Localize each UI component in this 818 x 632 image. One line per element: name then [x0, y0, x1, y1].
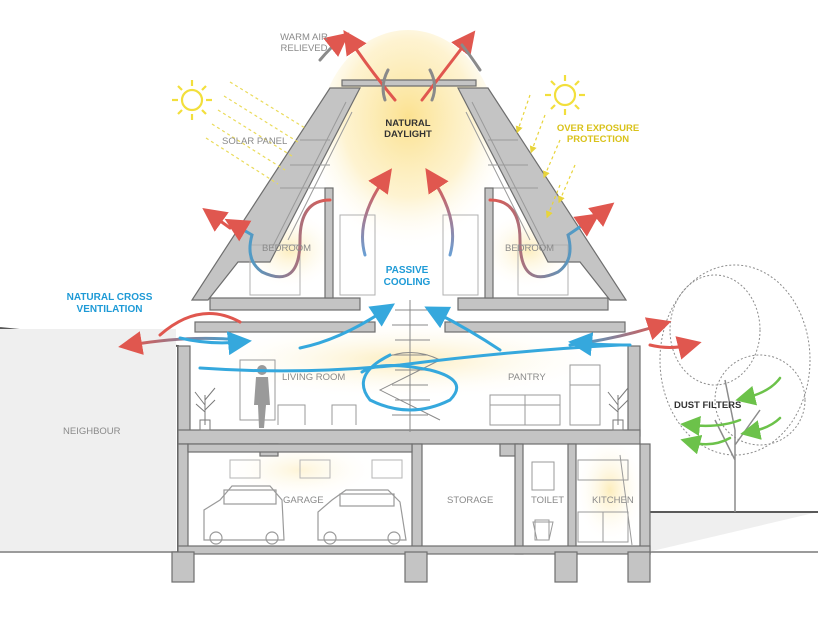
upper-floor: [194, 187, 626, 333]
right-boundary-wall: [647, 511, 818, 552]
passive-cooling-label: PASSIVE COOLING: [382, 265, 432, 288]
garage-doors: [229, 459, 403, 479]
roof-glazing: [271, 101, 547, 249]
natural-daylight-label: NATURAL DAYLIGHT: [378, 118, 438, 141]
dust-filters-label: DUST FILTERS: [674, 400, 742, 411]
neighbour-label: NEIGHBOUR: [63, 426, 121, 437]
over-exposure-line-2: PROTECTION: [566, 133, 630, 145]
living-furniture: [239, 359, 357, 425]
over-exposure-line-1: OVER EXPOSURE: [556, 123, 640, 134]
warm-air-line-2: RELIEVED: [280, 42, 328, 54]
warm-air-label: WARM AIR RELIEVED: [274, 32, 334, 55]
bedroom-left-label: BEDROOM: [262, 243, 312, 254]
inner-doors: [249, 214, 569, 296]
garage-label: GARAGE: [283, 495, 324, 506]
plant-icon: [194, 387, 629, 431]
kitchen-cabinets: [577, 454, 633, 546]
cross-ventilation-line-1: NATURAL CROSS: [66, 292, 153, 303]
over-exposure-rays: [515, 94, 576, 219]
solar-panel-label: SOLAR PANEL: [222, 136, 288, 147]
sun-icon: [172, 80, 212, 120]
kitchen-glow: [575, 435, 645, 545]
bedroom-air-loops: [202, 198, 615, 279]
sun-icon: [545, 75, 585, 115]
cross-ventilation-line-2: VENTILATION: [76, 303, 143, 315]
rising-air-arrows: [361, 168, 455, 257]
garage-level: [171, 443, 651, 583]
storage-label: STORAGE: [447, 495, 494, 506]
bedroom-right-label: BEDROOM: [505, 243, 555, 254]
dust-filter-arrows: [680, 376, 782, 455]
main-floor: [177, 345, 641, 457]
pantry-label: PANTRY: [508, 372, 546, 383]
roof-structure: [190, 79, 628, 301]
car-icon: [203, 485, 407, 545]
toilet-label: TOILET: [531, 495, 565, 506]
kitchen-label: KITCHEN: [592, 495, 634, 506]
neighbour-building: [0, 327, 179, 552]
toilet-icon: [531, 461, 555, 541]
living-room-label: LIVING ROOM: [282, 372, 346, 383]
over-exposure-label: OVER EXPOSURE PROTECTION: [553, 123, 643, 146]
passive-cooling-arrows: [298, 303, 502, 412]
natural-daylight-line-1: NATURAL: [385, 118, 431, 129]
pantry-shelves: [489, 364, 601, 426]
solar-panel-rays: [205, 81, 306, 185]
passive-cooling-line-1: PASSIVE: [385, 265, 429, 276]
warm-air-arrows: [318, 30, 482, 102]
living-glow: [195, 320, 615, 400]
cross-ventilation-label: NATURAL CROSS VENTILATION: [62, 292, 157, 315]
warm-air-line-1: WARM AIR: [280, 32, 328, 43]
passive-cooling-line-2: COOLING: [383, 276, 431, 288]
natural-daylight-line-2: DAYLIGHT: [384, 128, 432, 140]
